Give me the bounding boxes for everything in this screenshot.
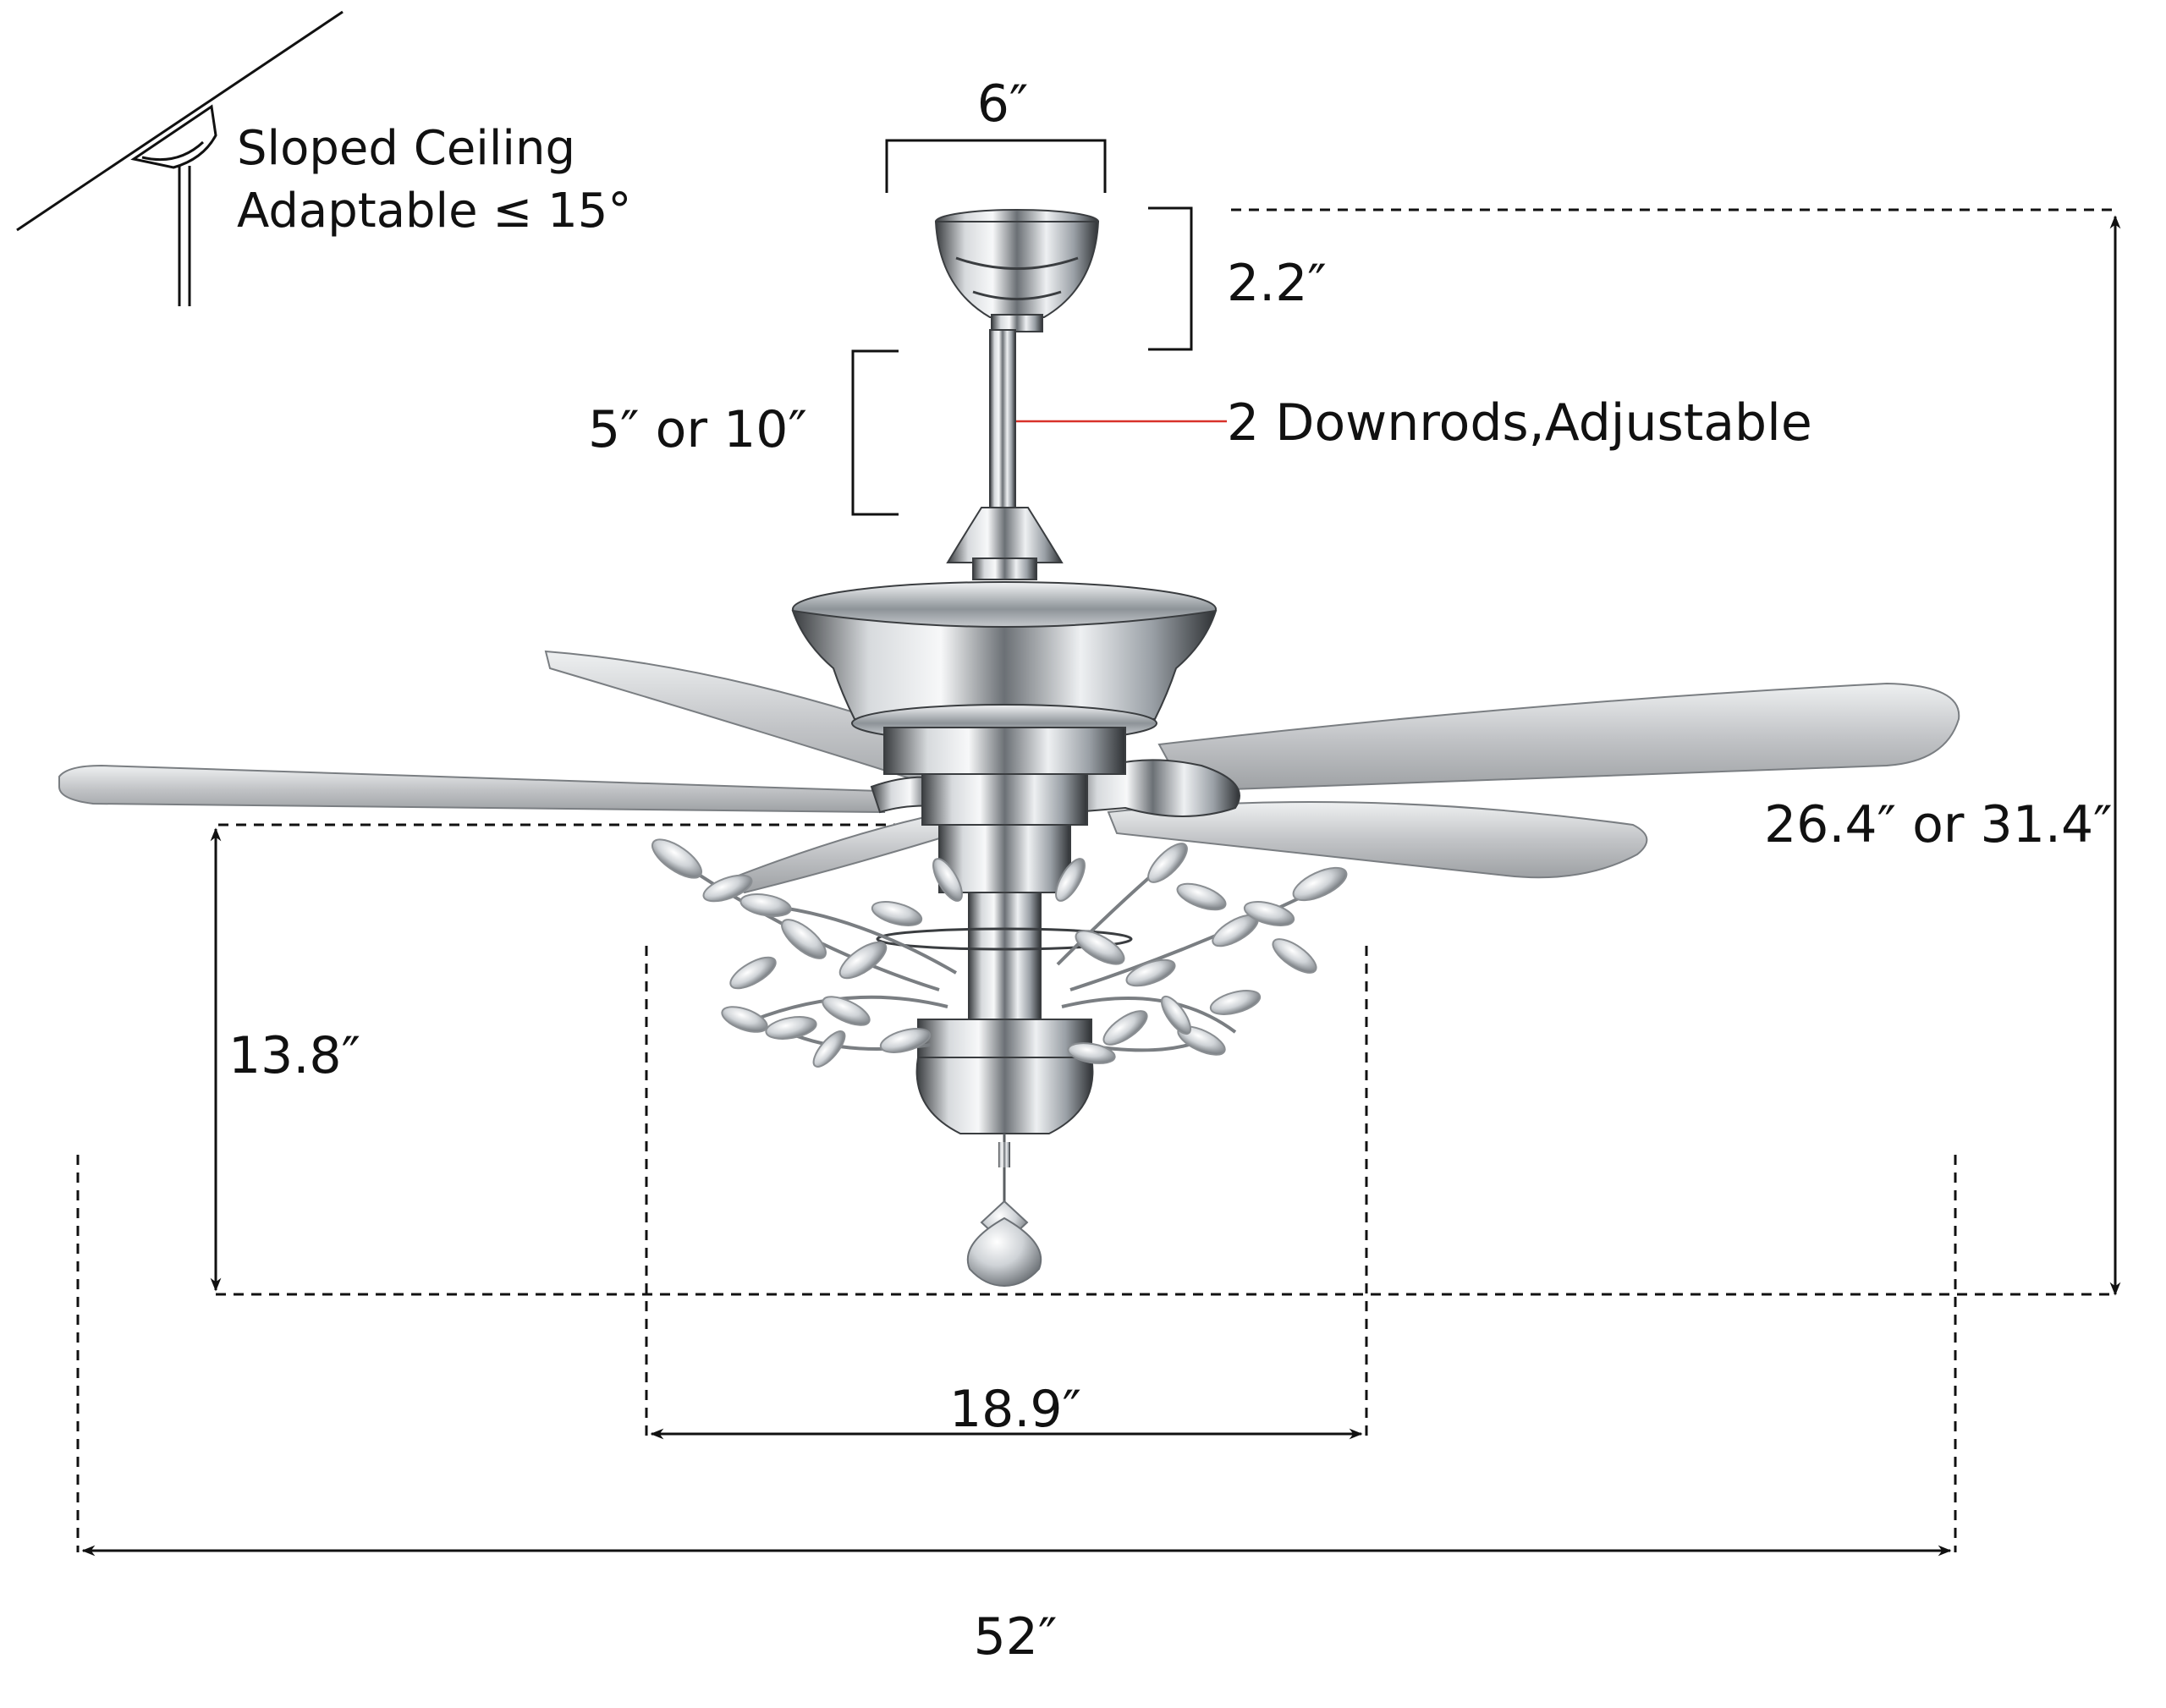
canopy-height-label: 2.2″ xyxy=(1227,254,1327,313)
fan-blade xyxy=(1107,801,1648,879)
light-width-label: 18.9″ xyxy=(948,1380,1082,1439)
downrod-length-label: 5″ or 10″ xyxy=(588,400,807,459)
canopy-width-label: 6″ xyxy=(976,74,1029,134)
blade-span-dimension xyxy=(76,1155,1957,1557)
canopy-height-dimension xyxy=(1148,206,1193,351)
total-height-dimension xyxy=(216,208,2121,1296)
canopy-width-dimension xyxy=(885,139,1107,193)
total-height-label: 26.4″ or 31.4″ xyxy=(1764,795,2113,854)
sloped-ceiling-label-line1: Sloped Ceiling xyxy=(237,121,575,176)
downrod-callout xyxy=(1001,415,1227,427)
downrods-note-label: 2 Downrods,Adjustable xyxy=(1227,393,1812,453)
light-height-label: 13.8″ xyxy=(228,1026,361,1085)
sloped-ceiling-label-line2: Adaptable ≤ 15° xyxy=(237,184,632,239)
ceiling-fan-illustration xyxy=(58,209,1960,1288)
light-height-dimension xyxy=(210,823,939,1292)
blade-span-label: 52″ xyxy=(973,1607,1058,1667)
pendant-crystal xyxy=(966,1216,1042,1288)
downrod-length-dimension xyxy=(851,349,899,516)
fan-blade xyxy=(1157,682,1960,793)
light-width-dimension xyxy=(645,946,1368,1440)
crystal-leaves xyxy=(651,838,1348,1068)
fan-blade xyxy=(58,764,886,814)
sloped-ceiling-icon xyxy=(16,10,344,306)
